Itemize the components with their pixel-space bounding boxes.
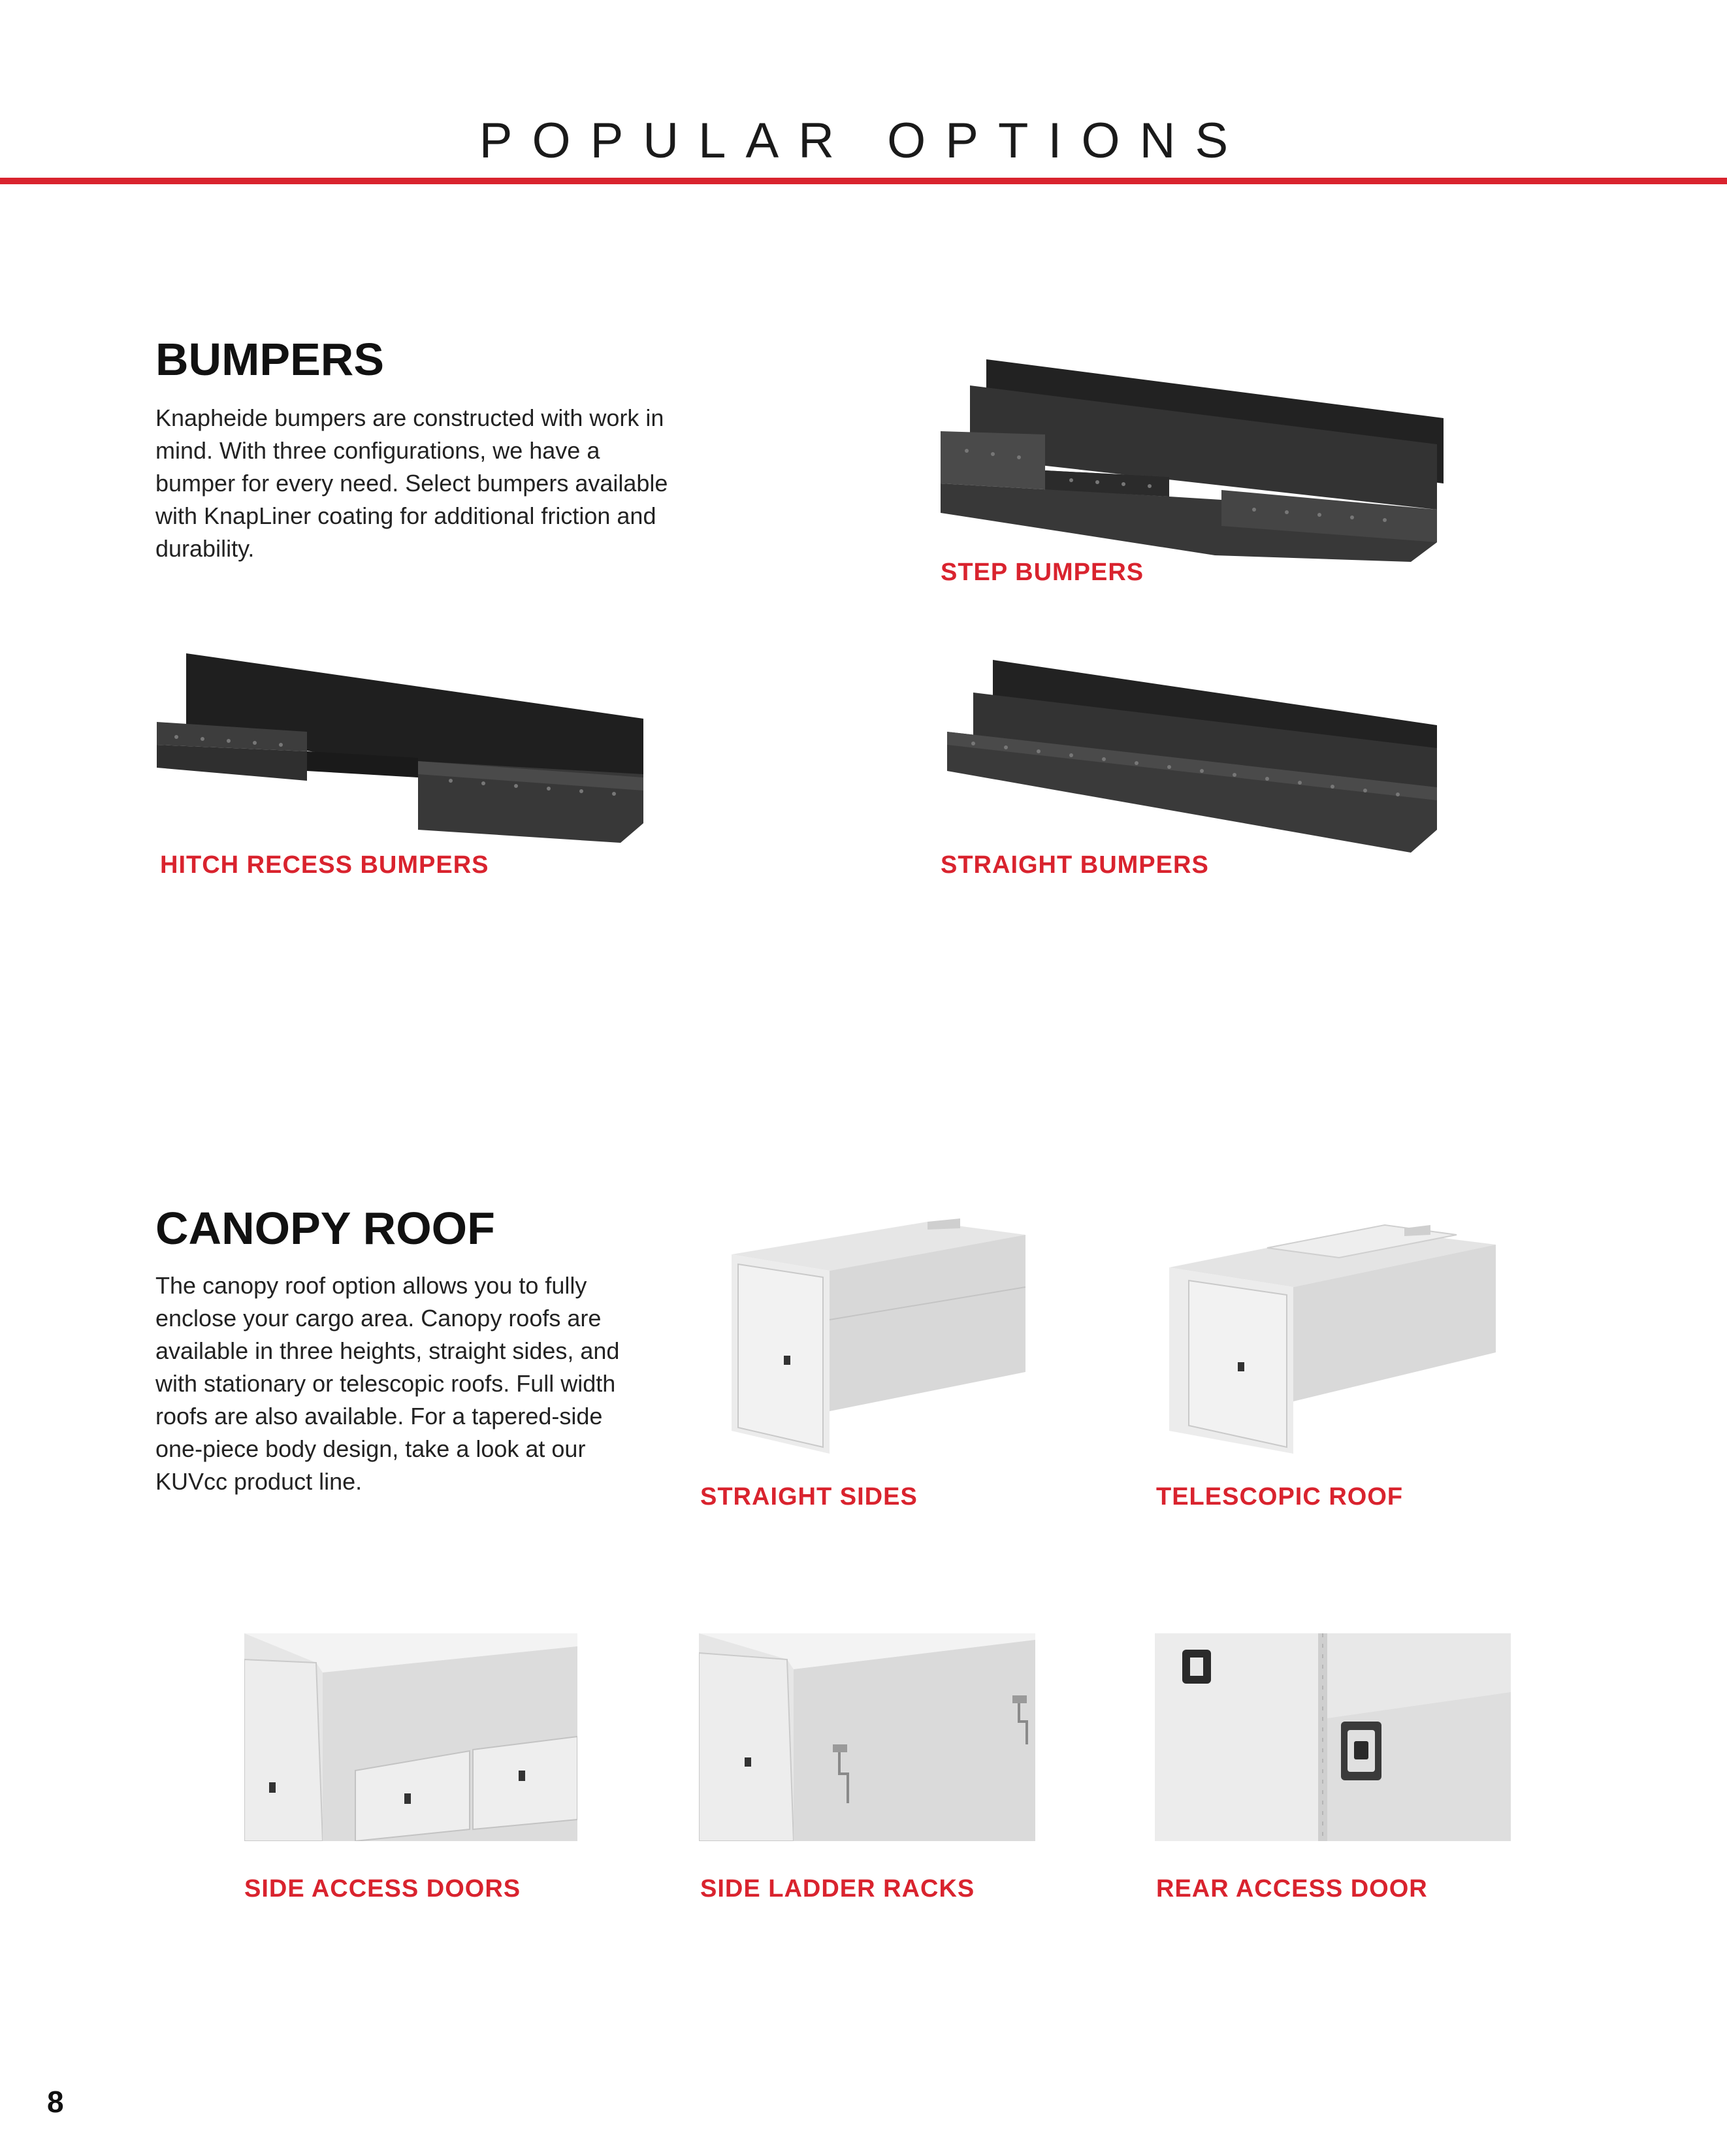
bumpers-heading: BUMPERS (155, 334, 385, 385)
hitch-recess-bumpers-label: HITCH RECESS BUMPERS (160, 851, 489, 879)
side-access-doors-image (244, 1633, 577, 1841)
step-bumpers-label: STEP BUMPERS (941, 559, 1144, 586)
hitch-recess-bumper-image (157, 653, 647, 849)
step-bumper-image (941, 359, 1450, 568)
telescopic-roof-label: TELESCOPIC ROOF (1156, 1483, 1404, 1511)
telescopic-roof-image (1169, 1215, 1496, 1457)
straight-sides-label: STRAIGHT SIDES (700, 1483, 918, 1511)
canopy-description: The canopy roof option allows you to ful… (155, 1272, 620, 1495)
bumpers-description: Knapheide bumpers are constructed with w… (155, 404, 668, 562)
side-access-doors-label: SIDE ACCESS DOORS (244, 1875, 521, 1903)
side-ladder-racks-label: SIDE LADDER RACKS (700, 1875, 975, 1903)
straight-bumpers-label: STRAIGHT BUMPERS (941, 851, 1209, 879)
rear-access-door-label: REAR ACCESS DOOR (1156, 1875, 1428, 1903)
page-title: POPULAR OPTIONS (479, 113, 1248, 169)
side-ladder-racks-image (699, 1633, 1035, 1841)
canopy-heading: CANOPY ROOF (155, 1203, 495, 1254)
page-number: 8 (47, 2085, 64, 2119)
header-rule (0, 178, 1727, 184)
straight-bumper-image (947, 660, 1444, 856)
rear-access-door-image (1155, 1633, 1511, 1841)
straight-sides-image (718, 1215, 1025, 1457)
